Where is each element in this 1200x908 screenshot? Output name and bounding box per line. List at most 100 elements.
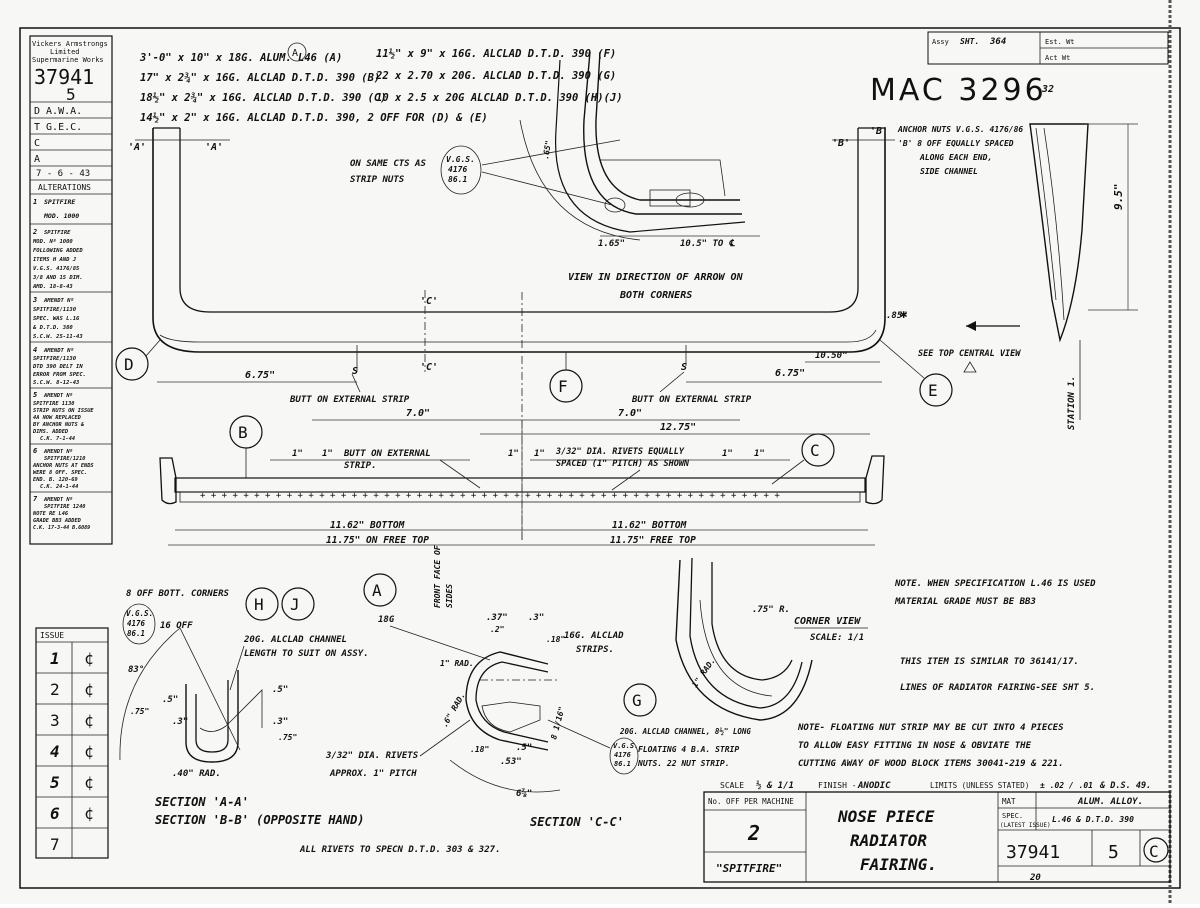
fairing-plan-view: 'A' 'A' 'B' 'B' 'C' 'C' S S 6.75" 6.75" … <box>128 126 1021 540</box>
vgs-3: 86.1 <box>448 175 467 184</box>
alt-5-line-6: C.K. 7-1-44 <box>40 436 75 442</box>
balloon-A-label: A <box>372 581 382 600</box>
anchor-note-1: ANCHOR NUTS V.G.S. 4176/86 <box>897 125 1023 134</box>
sec-a-5b: .5" <box>272 685 288 695</box>
sec-c-675: 6⅞" <box>516 788 532 799</box>
spec-label-1: SPEC. <box>1002 812 1023 820</box>
material-F: 11½" x 9" x 16G. ALCLAD D.T.D. 390 (F) <box>376 48 616 60</box>
alt-2-line-1: MOD. Nº 1000 <box>32 238 73 245</box>
alt-4-line-1: SPITFIRE/1130 <box>33 356 77 362</box>
balloons: A D E F B C A H J G <box>115 42 953 717</box>
issue-row-7: 7 <box>50 835 60 854</box>
alt-5-line-5: DIMS. ADDED <box>32 429 69 435</box>
section-mark-A-left: 'A' <box>128 142 146 153</box>
issue-row-5: 5 <box>50 773 60 792</box>
sec-c-811: 8 1/16" <box>549 706 566 741</box>
alt-2-line-2: FOLLOWING ADDED <box>33 248 83 254</box>
fairing-flange-line <box>159 329 877 343</box>
title-line-3: FAIRING. <box>860 855 937 874</box>
dim-95: 9.5" <box>1112 184 1125 211</box>
balloon-E-label: E <box>928 381 938 400</box>
rivet-note-1: 3/32" DIA. RIVETS EQUALLY <box>555 447 685 457</box>
free-right-dim: 11.75" FREE TOP <box>610 535 696 546</box>
sec-c-1rad: 1" RAD. <box>440 659 474 668</box>
spec-value: L.46 & D.T.D. 390 <box>1052 815 1134 824</box>
flat-strip-view: 7.0" 7.0" 12.75" 1" 1" 1" 1" 1" 1" BUTT … <box>159 408 885 546</box>
free-left-dim: 11.75" ON FREE TOP <box>326 535 429 546</box>
dim-675-left: 6.75" <box>245 370 275 381</box>
limits-date: & D.S. 49. <box>1099 781 1151 791</box>
channel-note-1: 20G. ALCLAD CHANNEL <box>243 635 347 645</box>
alterations-label: ALTERATIONS <box>38 183 91 192</box>
left-row-3: A <box>34 154 40 165</box>
material-A: 3'-0" x 10" x 18G. ALUM. L46 (A) <box>139 52 342 64</box>
dim-105: 10.5" TO ℄ <box>680 239 736 249</box>
issue-mark-5: ¢ <box>84 773 94 792</box>
butt-mid-2: STRIP. <box>344 461 377 471</box>
issue-stamp <box>1143 837 1169 863</box>
alt-5-num: 5 <box>33 391 37 399</box>
materials-list: 3'-0" x 10" x 18G. ALUM. L46 (A) 17" x 2… <box>139 48 623 124</box>
alt-7-line-3: GRADE BB3 ADDED <box>33 518 82 524</box>
station-label: STATION 1. <box>1067 376 1077 430</box>
dim-1-e: 1" <box>722 449 733 459</box>
butt-note-left: BUTT ON EXTERNAL STRIP <box>289 395 410 405</box>
anchor-notes: ANCHOR NUTS V.G.S. 4176/86 'B' 8 OFF EQU… <box>897 125 1023 176</box>
balloon-F-label: F <box>558 377 568 396</box>
balloon-G-label: G <box>632 691 642 710</box>
alclad-strips-1: 16G. ALCLAD <box>564 631 624 641</box>
dim-1-c: 1" <box>508 449 519 459</box>
alt-7-line-0: AMENDT Nº <box>43 496 73 503</box>
dim-1275: 12.75" <box>660 422 696 433</box>
dim-065: .65" <box>541 140 553 161</box>
sec-c-18g: 18G <box>378 615 395 625</box>
drawing-border <box>19 27 1181 889</box>
sec-a-75a: .75" <box>130 707 149 716</box>
material-B: 17" x 2¾" x 16G. ALCLAD D.T.D. 390 (B) <box>140 72 380 84</box>
alt-4-line-3: ERROR FROM SPEC. <box>33 372 86 378</box>
similar-note: THIS ITEM IS SIMILAR TO 36141/17. <box>900 657 1079 667</box>
alt-6-line-5: C.K. 24-1-44 <box>40 484 78 490</box>
alt-6-num: 6 <box>33 447 37 455</box>
bottom-right-dim: 11.62" BOTTOM <box>612 520 687 531</box>
scale-value: ½ & 1/1 <box>756 780 794 791</box>
fairing-inner-outline <box>179 128 859 313</box>
anchor-note-2: 'B' 8 OFF EQUALLY SPACED <box>898 139 1014 148</box>
left-row-4: 7 - 6 - 43 <box>36 169 90 179</box>
sec-a-vgs-2: 4176 <box>127 619 146 628</box>
front-face-1: FRONT FACE OF <box>433 545 442 608</box>
alt-3-line-3: & D.T.D. 380 <box>32 325 73 331</box>
sec-a-3a: .3" <box>172 717 188 727</box>
alt-4-num: 4 <box>33 346 37 354</box>
alt-5-line-3: 4A NOW REPLACED <box>33 415 82 421</box>
float-note-2: TO ALLOW EASY FITTING IN NOSE & OBVIATE … <box>798 741 1032 751</box>
alt-2-line-5: 3/8 AND 15 DIM. <box>32 275 83 281</box>
issue-mark-2: ¢ <box>84 680 94 699</box>
left-row-1: T G.E.C. <box>34 122 82 133</box>
dim-675-right: 6.75" <box>775 368 805 379</box>
section-mark-A-right: 'A' <box>205 142 223 153</box>
sec-c-18: .18" <box>546 635 565 644</box>
company-line-1: Vickers Armstrongs <box>32 40 108 48</box>
balloon-B-label: B <box>238 423 248 442</box>
company-line-2: Limited <box>50 48 80 56</box>
sec-a-3b: .3" <box>272 717 288 727</box>
section-cc: FRONT FACE OF SIDES 18G .37" .3" .2" .18… <box>325 545 751 829</box>
vgs-2: 4176 <box>448 165 467 174</box>
rivets-sec-1: 3/32" DIA. RIVETS <box>325 751 419 761</box>
all-rivets-note: ALL RIVETS TO SPECN D.T.D. 303 & 327. <box>299 845 500 855</box>
alclad-strips-2: STRIPS. <box>576 645 614 655</box>
alt-6-line-2: ANCHOR NUTS AT ENDS <box>32 463 94 469</box>
issue-row-6: 6 <box>50 804 60 823</box>
issue-mark-4: ¢ <box>84 742 94 761</box>
balloon-E <box>919 373 953 407</box>
section-aa-title: SECTION 'A-A' <box>155 795 249 809</box>
fairing-outer-outline <box>152 128 886 353</box>
est-wt: Est. Wt <box>1045 38 1075 46</box>
alt-3-line-0: AMENDT Nº <box>43 297 74 304</box>
spec-label-2: (LATEST ISSUE) <box>1000 822 1051 829</box>
alt-5-line-2: STRIP NUTS ON ISSUE <box>33 408 94 414</box>
alt-6-line-1: SPITFIRE/1210 <box>44 456 85 462</box>
assy-label: Assy <box>932 38 949 46</box>
balloon-A-small: A <box>292 48 298 59</box>
